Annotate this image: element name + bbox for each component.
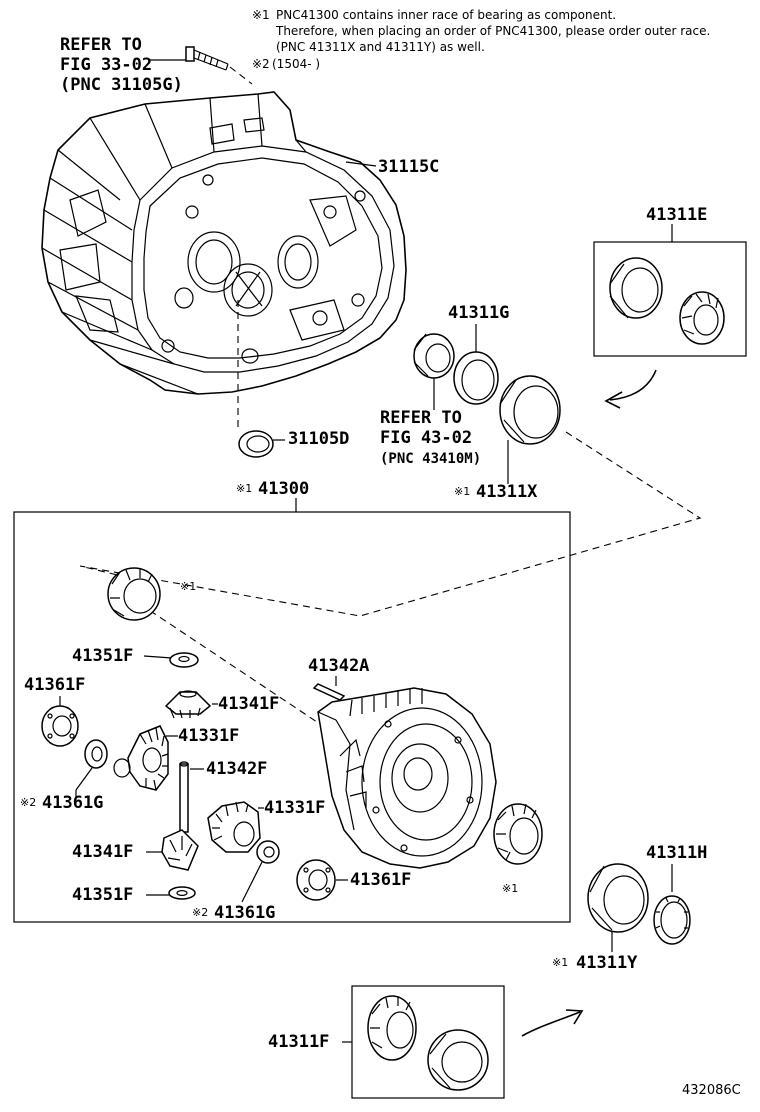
seal-43410m (413, 333, 455, 410)
note2-mark: ※2 (252, 57, 270, 71)
pinion-shaft-41342f (179, 761, 189, 833)
box-41300 (13, 511, 571, 923)
mark-41361g-left: ※2 (20, 796, 36, 809)
label-41361f-left: 41361F (24, 675, 85, 695)
ref-fig33-line1: REFER TO (60, 35, 142, 55)
label-41351f-top: 41351F (72, 646, 133, 666)
box-41311e (593, 241, 747, 357)
differential-case-ring-gear (317, 687, 497, 869)
label-41341f-bottom: 41341F (72, 842, 133, 862)
label-41361g-left: 41361G (42, 793, 103, 813)
ref-fig43-line3: (PNC 43410M) (380, 451, 481, 467)
washer-41351f-bottom (168, 886, 196, 900)
side-gear-41331f-bottom (207, 801, 261, 853)
outer-race-41311y (587, 863, 649, 952)
bearing-cone-bottom (493, 803, 543, 865)
label-41311g: 41311G (448, 303, 509, 323)
label-31105d: 31105D (288, 429, 349, 449)
label-41351f-bottom: 41351F (72, 885, 133, 905)
figure-code: 432086C (682, 1083, 741, 1098)
label-41341f-top: 41341F (218, 694, 279, 714)
label-41331f-top: 41331F (178, 726, 239, 746)
bearing-cone-top (107, 567, 161, 621)
note1-line2: Therefore, when placing an order of PNC4… (275, 24, 710, 38)
mark-inner-bottom: ※1 (502, 882, 518, 895)
shim-41311h (653, 895, 691, 945)
label-41342f: 41342F (206, 759, 267, 779)
washer-41361f-right (296, 859, 336, 901)
oil-seal-31105d (238, 430, 285, 458)
mark-41311x: ※1 (454, 485, 470, 498)
note1-line1: PNC41300 contains inner race of bearing … (276, 8, 616, 22)
label-41311y: 41311Y (576, 953, 638, 973)
note1-mark: ※1 (252, 8, 270, 22)
label-41311f: 41311F (268, 1032, 329, 1052)
washer-41361g-bottom (256, 840, 280, 864)
ref-fig33-line3: (PNC 31105G) (60, 75, 183, 95)
transmission-case-31115c (41, 91, 407, 395)
mark-41300: ※1 (236, 482, 252, 495)
pin-41342a (312, 683, 346, 701)
note2-text: (1504- ) (272, 57, 320, 71)
washer-41361f-left (41, 705, 79, 747)
label-41311e: 41311E (646, 205, 707, 225)
washer-41361g-left (84, 739, 108, 769)
note1-line3: (PNC 41311X and 41311Y) as well. (276, 40, 485, 54)
label-41311x: 41311X (476, 482, 538, 502)
label-41331f-bottom: 41331F (264, 798, 325, 818)
ref-fig43-line1: REFER TO (380, 408, 462, 428)
bearing-41311f (367, 995, 489, 1091)
pinion-41341f-bottom (161, 829, 199, 871)
side-gear-41331f-top (113, 725, 169, 791)
mark-41361g-bottom: ※2 (192, 906, 208, 919)
ref-fig33-line2: FIG 33-02 (60, 55, 152, 75)
label-31115c: 31115C (378, 157, 439, 177)
shim-41311g (453, 351, 499, 405)
label-41361g-bottom: 41361G (214, 903, 275, 923)
washer-41351f-top (169, 652, 199, 668)
outer-race-41311x (499, 375, 561, 484)
mark-41311y: ※1 (552, 956, 568, 969)
mark-inner-top: ※1 (180, 580, 196, 593)
label-41300: 41300 (258, 479, 309, 499)
bolt-31105g (150, 46, 253, 85)
label-41361f-right: 41361F (350, 870, 411, 890)
ref-fig43-line2: FIG 43-02 (380, 428, 472, 448)
label-41342a: 41342A (308, 656, 369, 676)
label-41311h: 41311H (646, 843, 707, 863)
pinion-41341f-top (164, 690, 212, 719)
bearing-41311e (609, 257, 725, 345)
